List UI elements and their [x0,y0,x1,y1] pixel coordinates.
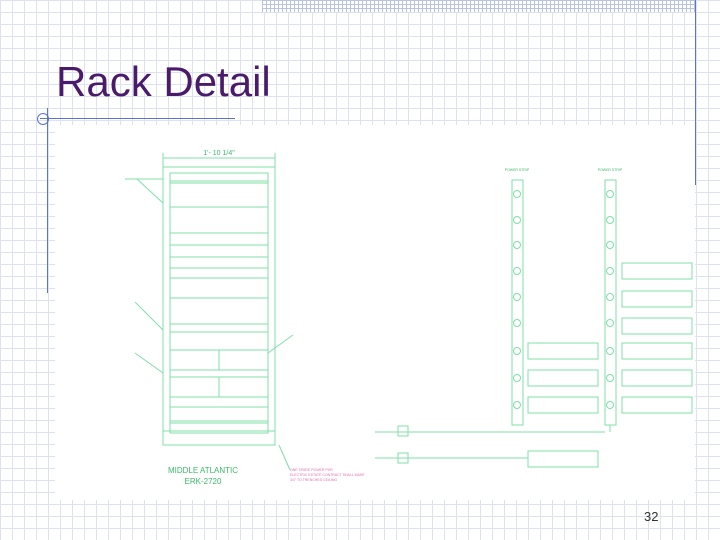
power-strip-label-right: POWER STRIP [598,168,623,172]
rack-detail-drawing: 1'- 10 1/4" MIDDLE ATLANTIC ERK-2720 POW… [55,125,695,500]
slide-title: Rack Detail [56,58,271,105]
rack-name-line-2: ERK-2720 [185,477,222,486]
footnote-line-3: 3/4" TO TRENCHED CEILING [290,478,337,482]
footnote-line-2: ELECTRIC ESTATE CONTRACT SHALL MAKE [290,473,365,477]
right-vertical-rule [695,0,696,185]
power-strip-left [511,179,524,426]
rack-drawing-svg: 1'- 10 1/4" MIDDLE ATLANTIC ERK-2720 POW… [125,150,693,486]
title-underline [40,118,235,119]
rack-base [162,430,276,446]
bottom-vent-panel [169,422,269,432]
corner-circle-ornament [37,113,49,125]
rack-name-line-1: MIDDLE ATLANTIC [168,466,238,475]
top-hatch-band [262,0,696,12]
rack-outline [162,166,276,446]
top-vent-panel [169,172,269,182]
left-vertical-rule [47,108,48,293]
footnote-line-1: ONE SPARE POWER PDR [290,468,333,472]
rack-width-dimension: 1'- 10 1/4" [203,150,235,157]
page-number: 32 [644,509,659,524]
power-strip-label-left: POWER STRIP [505,168,530,172]
